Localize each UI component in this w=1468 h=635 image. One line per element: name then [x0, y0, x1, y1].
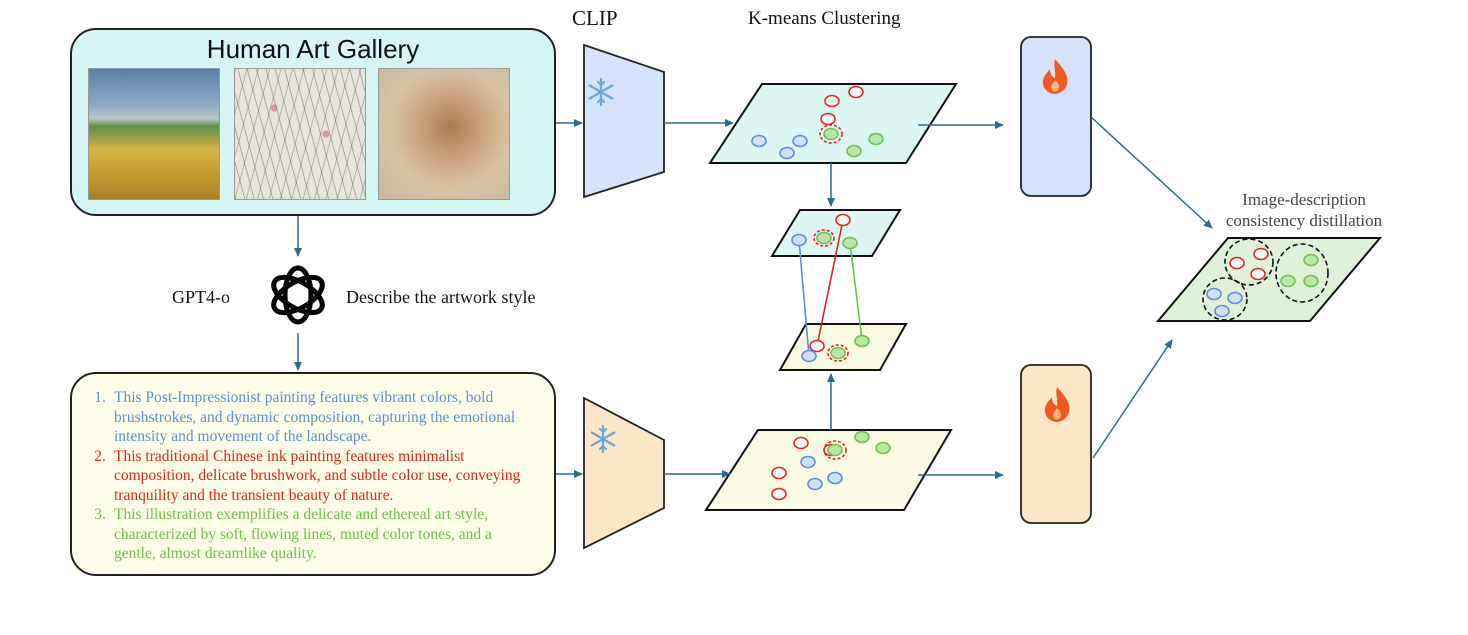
text-feature-plane: [704, 429, 953, 511]
cluster-center-point: [835, 213, 851, 227]
clip-label: CLIP: [572, 6, 618, 30]
chinese-ink-painting: [234, 68, 366, 200]
description-number: 1.: [94, 389, 106, 406]
snowflake-icon: [588, 77, 614, 107]
distilled-point: [1280, 274, 1296, 288]
feature-point: [792, 134, 808, 148]
cluster-center-point: [842, 236, 858, 250]
description-text: This Post-Impressionist painting feature…: [114, 389, 516, 445]
feature-point: [824, 94, 840, 108]
description-item-2: 2. This traditional Chinese ink painting…: [86, 447, 534, 506]
feature-point: [823, 443, 839, 457]
cluster-boundary-blue: [1202, 277, 1248, 321]
distilled-point: [1253, 247, 1269, 261]
description-text: This illustration exemplifies a delicate…: [114, 506, 492, 562]
feature-point: [807, 477, 823, 491]
distilled-point: [1303, 274, 1319, 288]
feature-point: [771, 466, 787, 480]
snowflake-icon: [590, 424, 616, 454]
human-art-gallery-box: Human Art Gallery: [70, 28, 556, 216]
centroid-ring: [819, 124, 843, 144]
cluster-center-point: [816, 231, 832, 245]
post-impressionist-painting: [88, 68, 220, 200]
distillation-plane: [1155, 237, 1383, 322]
match-line-red: [816, 219, 844, 347]
flame-icon: [1044, 387, 1070, 422]
artwork-description-box: 1. This Post-Impressionist painting feat…: [70, 372, 556, 576]
description-number: 2.: [94, 447, 106, 465]
match-line-green: [849, 242, 863, 341]
text-encoder-label: Text Encoder: [599, 467, 651, 504]
gpt-logo-icon: [271, 265, 325, 325]
feature-point: [846, 144, 862, 158]
flame-icon: [1042, 59, 1068, 94]
image-encoder-label: Image Encoder: [599, 114, 651, 151]
text-cluster-plane: [778, 323, 908, 371]
feature-point: [823, 127, 839, 141]
describe-prompt-label: Describe the artwork style: [346, 287, 536, 307]
description-text: This traditional Chinese ink painting fe…: [114, 447, 521, 504]
description-item-1: 1. This Post-Impressionist painting feat…: [86, 388, 534, 447]
cluster-center-point: [809, 339, 825, 353]
centroid-ring: [827, 344, 849, 362]
arrow-text-adapter-to-distill: [1092, 339, 1173, 459]
image-adapter-label: Image Adapter: [1031, 102, 1081, 139]
feature-point: [854, 430, 870, 444]
ethereal-illustration: [378, 68, 510, 200]
distillation-title: Image-description consistency distillati…: [1225, 190, 1383, 230]
feature-point: [848, 85, 864, 99]
cluster-boundary-green: [1275, 243, 1329, 303]
image-cluster-plane: [770, 209, 902, 257]
distilled-point: [1227, 291, 1243, 305]
feature-point: [751, 134, 767, 148]
feature-point: [820, 112, 836, 126]
description-item-3: 3. This illustration exemplifies a delic…: [86, 505, 534, 564]
feature-point: [771, 487, 787, 501]
distilled-point: [1229, 256, 1245, 270]
feature-point: [827, 471, 843, 485]
gallery-title: Human Art Gallery: [206, 34, 420, 64]
description-number: 3.: [94, 506, 106, 523]
distilled-point: [1250, 267, 1266, 281]
centroid-ring: [823, 440, 847, 460]
cluster-center-point: [854, 334, 870, 348]
match-line-blue: [798, 239, 810, 357]
centroid-ring: [813, 229, 835, 247]
cluster-center-point: [830, 346, 846, 360]
feature-point: [779, 146, 795, 160]
cluster-center-point: [801, 349, 817, 363]
kmeans-title: K-means Clustering: [748, 8, 901, 29]
cluster-boundary-red: [1224, 238, 1274, 286]
distilled-point: [1206, 287, 1222, 301]
cluster-center-point: [791, 233, 807, 247]
feature-point: [793, 436, 809, 450]
gpt4o-label: GPT4-o: [172, 287, 230, 307]
feature-point: [800, 455, 816, 469]
feature-point: [827, 443, 843, 457]
feature-point: [868, 132, 884, 146]
distilled-point: [1303, 253, 1319, 267]
text-adapter-label: Text Adapter: [1031, 435, 1081, 472]
feature-point: [875, 441, 891, 455]
distilled-point: [1214, 304, 1230, 318]
image-feature-plane: [708, 83, 958, 164]
